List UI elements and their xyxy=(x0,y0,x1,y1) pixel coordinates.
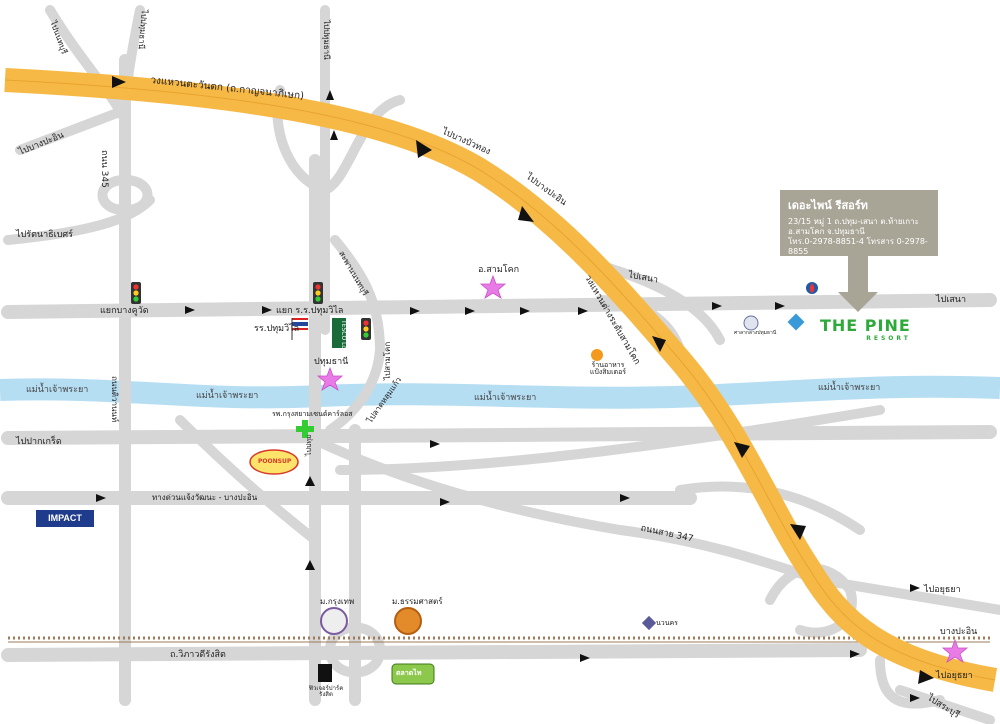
traffic-lights xyxy=(131,282,371,340)
pine-logo-main: THE PINE xyxy=(820,316,911,335)
restaurant-label: ร้านอาหาร แป้งสิมเตอร์ xyxy=(589,361,627,376)
side-road-label-3: ไปสามโคก xyxy=(383,341,392,380)
talad-thai-label: ตลาดไท xyxy=(396,669,422,677)
poonsup-label: POONSUP xyxy=(258,458,292,465)
tu-label: ม.ธรรมศาสตร์ xyxy=(392,597,443,606)
resort-address-2: อ.สามโคก จ.ปทุมธานี xyxy=(788,227,865,236)
impact-logo: IMPACT xyxy=(36,510,94,527)
side-road-label-1: ถนนติวานนท์ xyxy=(110,376,119,423)
outer-ring-edge xyxy=(4,79,996,681)
river-label-4: แม่น้ำเจ้าพระยา xyxy=(818,383,881,393)
top-road-label-3: ไปปทุมธานี xyxy=(322,20,331,60)
direction-arrows xyxy=(96,76,934,702)
future-park-label: ฟิวเจอร์ปาร์ครังสิต xyxy=(308,685,344,698)
river-label-1: แม่น้ำเจ้าพระยา xyxy=(26,385,89,395)
chao-phraya-river xyxy=(0,375,1000,409)
resort-pointer-arrow xyxy=(838,256,878,312)
to-pak-kret-label: ไปปากเกร็ด xyxy=(16,437,62,447)
hospital-icon xyxy=(296,420,314,438)
the-pine-resort-logo: THE PINE RESORT xyxy=(820,316,911,342)
intersection-school-label: แยก ร.ร.ปทุมวิไล xyxy=(276,306,344,316)
landmark-stars xyxy=(316,274,969,663)
river-label-2: แม่น้ำเจ้าพระยา xyxy=(196,391,259,401)
resort-name: เดอะไพน์ รีสอร์ท xyxy=(788,199,868,212)
school-label: รร.ปทุมวิไล xyxy=(254,324,300,334)
river-label-3: แม่น้ำเจ้าพระยา xyxy=(474,393,537,403)
bu-label: ม.กรุงเทพ xyxy=(320,597,355,606)
bypass-label: ทางด่วนแจ้งวัฒนะ - บางปะอิน xyxy=(152,493,258,502)
resort-info-callout: เดอะไพน์ รีสอร์ท 23/15 หมู่ 1 ถ.ปทุม-เสน… xyxy=(780,190,938,256)
sam-khok-label: อ.สามโคก xyxy=(478,265,520,275)
to-ayutthaya-label-2: ไปอยุธยา xyxy=(936,671,973,681)
resort-phone: โทร.0-2978-8851-4 โทรสาร 0-2978-8855 xyxy=(788,237,928,256)
to-sena-east-label: ไปเสนา xyxy=(936,295,967,305)
small-logos xyxy=(249,282,818,685)
to-ayutthaya-label: ไปอยุธยา xyxy=(924,585,961,595)
province-hall-label: ศาลากลางปทุมธานี xyxy=(734,330,777,336)
hospital-label: รพ.กรุงสยามเซนต์คาร์ลอส xyxy=(272,410,353,418)
tesco-label: TESCO Lotus xyxy=(340,320,347,359)
navanakorn-label: นวนคร xyxy=(656,619,678,627)
road-network xyxy=(1,5,1000,724)
pine-logo-sub: RESORT xyxy=(866,335,911,342)
vibhavadi-label: ถ.วิภาวดีรังสิต xyxy=(170,650,226,660)
to-rattanathibet-label: ไปรัตนาธิเบศร์ xyxy=(16,230,73,240)
pathum-thani-label: ปทุมธานี xyxy=(314,357,349,367)
road-345-label: ถนน 345 xyxy=(99,150,109,188)
flag-icon xyxy=(291,318,308,340)
resort-address-1: 23/15 หมู่ 1 ถ.ปทุม-เสนา ต.ท้ายเกาะ xyxy=(788,217,919,226)
side-road-label-5: ไปปทุม xyxy=(305,434,313,456)
intersection-bang-khu-wat-label: แยกบางคูวัด xyxy=(100,306,149,316)
bang-pa-in-label: บางปะอิน xyxy=(940,627,978,637)
